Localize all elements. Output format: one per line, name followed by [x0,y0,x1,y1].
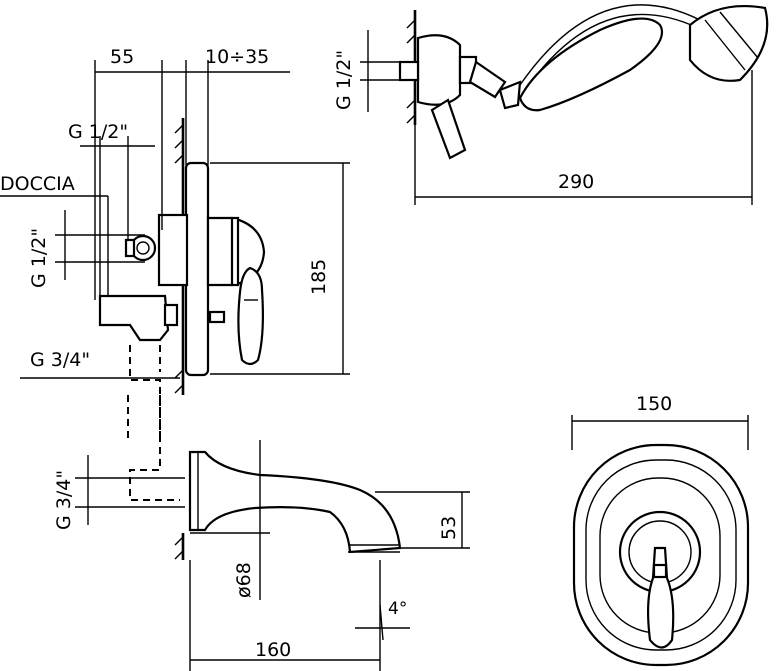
label-g12-shower: G 1/2" [333,50,355,110]
label-g34-vertical: G 3/4" [53,470,75,530]
label-g34-horizontal: G 3/4" [30,349,90,371]
mixer-side-view [0,60,470,671]
dim-4deg: 4° [388,599,407,619]
label-doccia: DOCCIA [0,173,75,195]
dim-10-35: 10÷35 [205,46,269,68]
dim-55: 55 [110,46,134,68]
label-g12-top-left: G 1/2" [68,121,128,143]
mixer-front-view [571,415,750,667]
dim-150: 150 [636,393,672,415]
dim-68: ø68 [233,562,255,598]
hand-shower-view [360,4,769,205]
dim-53: 53 [438,516,460,540]
dim-290: 290 [558,171,594,193]
label-g12-vertical-left: G 1/2" [28,228,50,288]
dim-160: 160 [255,639,291,661]
dim-185: 185 [308,259,330,295]
